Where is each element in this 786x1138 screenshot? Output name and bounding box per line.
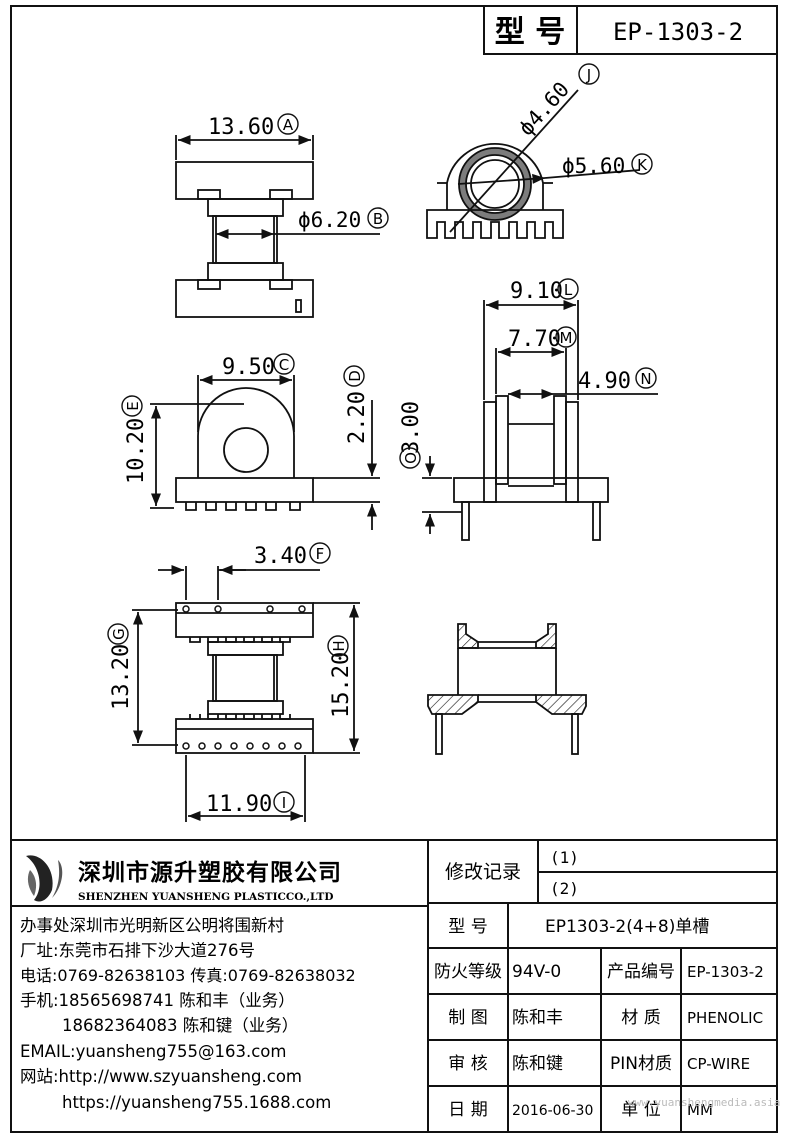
dim-a-circle: A bbox=[277, 113, 299, 135]
dim-b-value: ϕ6.20 bbox=[298, 208, 361, 232]
dim-i-circle: I bbox=[273, 791, 295, 813]
svg-text:K: K bbox=[637, 156, 648, 174]
svg-text:L: L bbox=[564, 281, 573, 299]
dim-c-circle: C bbox=[273, 353, 295, 375]
table-date-value: 2016-06-30 bbox=[512, 1103, 593, 1119]
svg-text:F: F bbox=[316, 545, 325, 563]
table-fire-label: 防火等级 bbox=[434, 962, 502, 982]
table-model-value: EP1303-2(4+8)单槽 bbox=[545, 917, 709, 937]
dim-c-value: 9.50 bbox=[222, 355, 275, 380]
dim-n-circle: N bbox=[635, 367, 657, 389]
bobbin-top-view bbox=[132, 564, 360, 822]
company-name-en: SHENZHEN YUANSHENG PLASTICCO.,LTD bbox=[78, 891, 333, 903]
table-model-label: 型 号 bbox=[448, 917, 487, 937]
svg-text:J: J bbox=[586, 66, 591, 84]
dim-o-circle: O bbox=[399, 447, 421, 469]
svg-text:M: M bbox=[560, 329, 573, 347]
phone-fax: 电话:0769-82638103 传真:0769-82638032 bbox=[20, 966, 356, 985]
revision-label: 修改记录 bbox=[445, 861, 521, 883]
company-logo bbox=[26, 855, 63, 902]
table-product-no-label: 产品编号 bbox=[607, 962, 675, 982]
table-review-value: 陈和键 bbox=[512, 1054, 563, 1074]
dim-j-circle: J bbox=[578, 63, 600, 85]
svg-text:B: B bbox=[373, 210, 383, 228]
table-material-value: PHENOLIC bbox=[687, 1009, 763, 1027]
website-1: 网站:http://www.szyuansheng.com bbox=[20, 1067, 302, 1086]
dim-o-value: 3.00 bbox=[399, 401, 424, 454]
dim-e-circle: E bbox=[121, 395, 143, 417]
table-cells: 型 号 EP1303-2(4+8)单槽 防火等级 94V-0 产品编号 EP-1… bbox=[434, 917, 764, 1120]
dim-d-value: 2.20 bbox=[345, 391, 370, 444]
end-view-ring bbox=[459, 148, 531, 220]
table-material-label: 材 质 bbox=[621, 1008, 660, 1028]
svg-text:I: I bbox=[282, 794, 286, 812]
dim-e-value: 10.20 bbox=[124, 418, 149, 484]
dim-g-circle: G bbox=[107, 623, 129, 645]
model-label: 型 号 bbox=[495, 15, 565, 50]
svg-text:O: O bbox=[402, 452, 420, 464]
svg-text:C: C bbox=[279, 356, 289, 374]
table-pin-value: CP-WIRE bbox=[687, 1055, 750, 1073]
title-block: 型 号 EP-1303-2 bbox=[483, 5, 778, 55]
dim-j-value: ϕ4.60 bbox=[514, 77, 574, 140]
bobbin-profile-view bbox=[422, 299, 658, 541]
table-review-label: 审 核 bbox=[448, 1054, 487, 1074]
mobile-2: 18682364083 陈和键（业务） bbox=[62, 1016, 298, 1035]
watermark: www.yuanshengmedia.asia bbox=[628, 1096, 780, 1109]
table-pin-label: PIN材质 bbox=[610, 1054, 672, 1074]
dim-l-circle: L bbox=[557, 278, 579, 300]
dim-l-value: 9.10 bbox=[510, 279, 563, 304]
dim-f-value: 3.40 bbox=[254, 544, 307, 569]
dim-k-circle: K bbox=[631, 153, 653, 175]
bobbin-front-view bbox=[175, 134, 380, 318]
dim-k-value: ϕ5.60 bbox=[562, 154, 625, 178]
dim-b-circle: B bbox=[367, 207, 389, 229]
model-value: EP-1303-2 bbox=[613, 18, 743, 46]
dim-g-value: 13.20 bbox=[109, 644, 134, 710]
dim-m-circle: M bbox=[555, 326, 577, 348]
email: EMAIL:yuansheng755@163.com bbox=[20, 1042, 286, 1061]
dim-h-circle: H bbox=[327, 635, 349, 657]
table-draw-value: 陈和丰 bbox=[512, 1008, 563, 1028]
dim-i-value: 11.90 bbox=[206, 792, 272, 817]
table-draw-label: 制 图 bbox=[448, 1008, 487, 1028]
office-address: 办事处深圳市光明新区公明将围新村 bbox=[20, 916, 284, 935]
svg-text:H: H bbox=[330, 640, 348, 651]
dim-a-value: 13.60 bbox=[208, 115, 274, 140]
table-date-label: 日 期 bbox=[448, 1100, 487, 1120]
svg-text:N: N bbox=[640, 370, 651, 388]
top-view-pins bbox=[182, 605, 306, 750]
table-fire-value: 94V-0 bbox=[512, 962, 561, 982]
svg-text:G: G bbox=[110, 628, 128, 640]
revision-row-1: (1) bbox=[550, 848, 579, 867]
mobile-1: 手机:18565698741 陈和丰（业务） bbox=[20, 991, 295, 1010]
contact-block: 办事处深圳市光明新区公明将围新村 厂址:东莞市石排下沙大道276号 电话:076… bbox=[20, 916, 356, 1112]
company-name-cn: 深圳市源升塑胶有限公司 bbox=[78, 859, 342, 886]
dim-h-value: 15.20 bbox=[329, 652, 354, 718]
bobbin-side-view bbox=[150, 374, 380, 530]
svg-text:A: A bbox=[283, 116, 294, 134]
table-unit-value: MM bbox=[687, 1101, 713, 1119]
svg-text:E: E bbox=[124, 401, 142, 410]
website-2: https://yuansheng755.1688.com bbox=[62, 1093, 331, 1112]
dim-n-value: 4.90 bbox=[578, 369, 631, 394]
outer-frame bbox=[10, 5, 778, 1133]
revision-row-2: (2) bbox=[550, 879, 579, 898]
dim-m-value: 7.70 bbox=[508, 327, 561, 352]
table-unit-label: 单 位 bbox=[621, 1100, 660, 1120]
factory-address: 厂址:东莞市石排下沙大道276号 bbox=[20, 941, 255, 960]
svg-text:D: D bbox=[346, 370, 364, 382]
dim-f-circle: F bbox=[309, 542, 331, 564]
dim-d-circle: D bbox=[343, 365, 365, 387]
bobbin-section-view bbox=[427, 623, 587, 755]
info-table bbox=[11, 839, 777, 1132]
table-product-no-value: EP-1303-2 bbox=[687, 963, 764, 981]
